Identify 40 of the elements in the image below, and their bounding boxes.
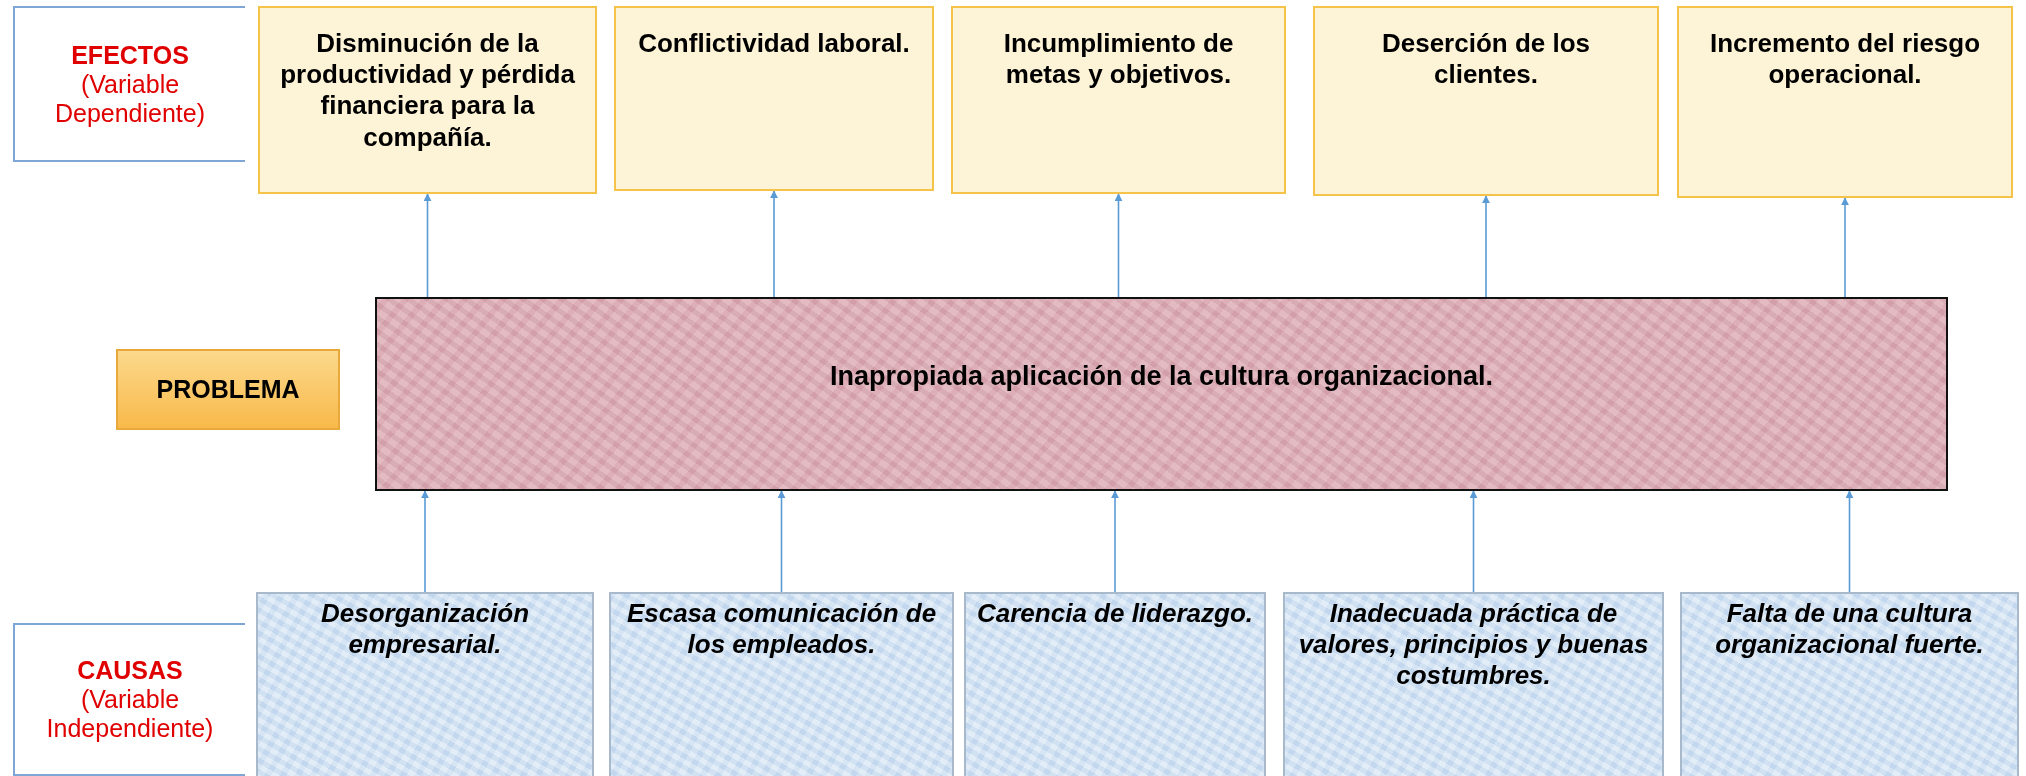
box-text: Deserción de los clientes. <box>1380 28 1592 91</box>
box-text: PROBLEMA <box>156 375 300 404</box>
box-text: Conflictividad laboral. <box>637 28 911 60</box>
arrow <box>1845 490 1854 593</box>
label-box <box>13 623 245 776</box>
effect-box <box>1313 6 1659 196</box>
label-box <box>13 6 245 162</box>
box-text: Disminución de la productividad y pérdida financiera para la compañía. <box>279 28 576 153</box>
box-text: Falta de una cultura organizacional fuerte. <box>1714 598 1985 661</box>
arrow <box>421 490 429 593</box>
box-text: Incumplimiento de metas y objetivos. <box>1002 28 1235 91</box>
cause-box <box>609 592 954 776</box>
arrow <box>770 190 778 298</box>
arrow <box>1111 490 1119 593</box>
arrow <box>1841 197 1849 298</box>
arrow <box>1482 195 1490 298</box>
heading: CAUSAS <box>76 656 184 685</box>
subheading: (Variable Dependiente) <box>53 69 207 128</box>
subheading: (Variable Independiente) <box>45 685 215 743</box>
arrow <box>1114 193 1123 298</box>
cause-box <box>256 592 594 776</box>
problem-box <box>375 297 1948 491</box>
cause-box <box>1283 592 1664 776</box>
cause-box <box>964 592 1266 776</box>
effect-box <box>1677 6 2013 198</box>
effect-box <box>614 6 934 191</box>
box-text: Desorganización empresarial. <box>319 598 531 661</box>
arrow <box>1469 490 1478 593</box>
box-text: Escasa comunicación de los empleados. <box>625 598 938 661</box>
effect-box <box>258 6 597 194</box>
heading: EFECTOS <box>70 40 190 70</box>
box-text: Inadecuada práctica de valores, principios y buenas costumbres. <box>1297 598 1650 692</box>
label-box <box>116 349 340 430</box>
arrow <box>423 193 432 298</box>
effect-box <box>951 6 1286 194</box>
box-text: Inapropiada aplicación de la cultura organizacional. <box>828 361 1495 392</box>
box-text: Carencia de liderazgo. <box>976 598 1254 630</box>
box-text: Incremento del riesgo operacional. <box>1708 28 1982 91</box>
arrow <box>777 490 786 593</box>
cause-box <box>1680 592 2019 776</box>
